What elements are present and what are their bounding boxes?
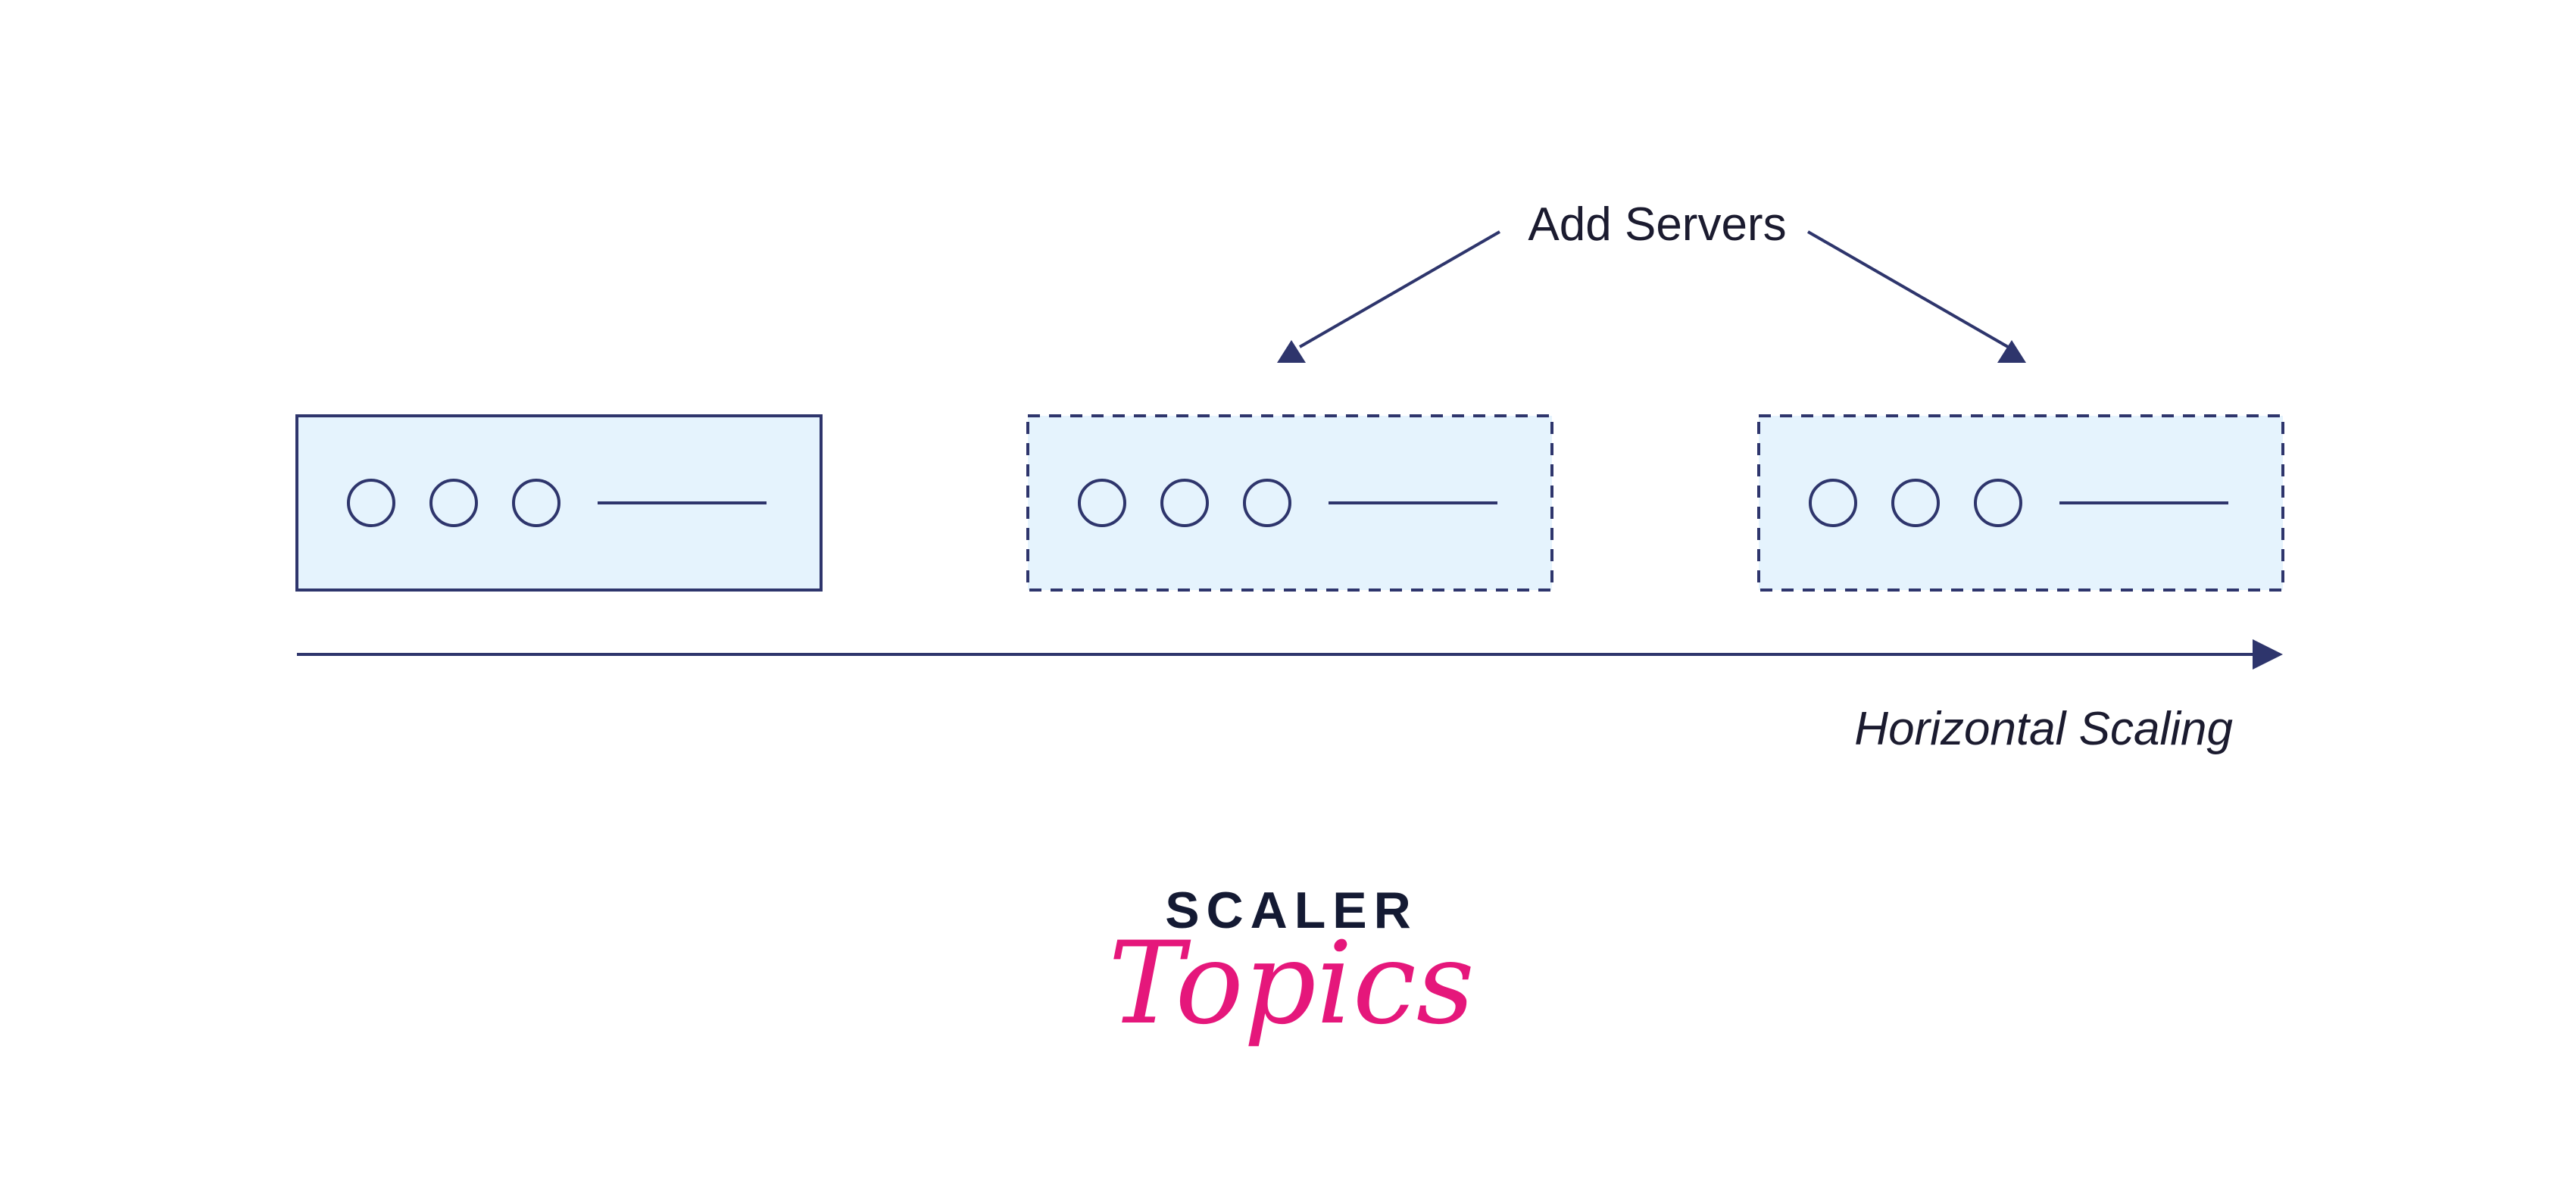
server-led-icon — [1243, 479, 1291, 527]
scaler-topics-logo: SCALER Topics — [1108, 882, 1475, 1050]
server-led-icon — [1078, 479, 1126, 527]
server-added — [1757, 414, 2284, 592]
server-led-icon — [512, 479, 560, 527]
arrowhead-icon — [1277, 340, 1306, 363]
arrowhead-icon — [1997, 340, 2026, 363]
arrowhead-icon — [2253, 639, 2283, 670]
horizontal-scaling-axis — [297, 639, 2283, 670]
add-servers-label: Add Servers — [1528, 198, 1786, 251]
server-existing — [295, 414, 823, 592]
server-led-icon — [1809, 479, 1857, 527]
logo-scaler-text: SCALER — [1165, 882, 1418, 939]
server-added — [1026, 414, 1553, 592]
logo-topics-text: Topics — [1108, 918, 1475, 1050]
server-led-icon — [1891, 479, 1940, 527]
server-led-icon — [347, 479, 395, 527]
axis-label: Horizontal Scaling — [1854, 703, 2233, 755]
add-server-arrow-left — [1277, 230, 1500, 363]
add-server-arrow-right — [1807, 230, 2026, 363]
server-led-icon — [1974, 479, 2022, 527]
server-led-icon — [429, 479, 478, 527]
server-led-icon — [1160, 479, 1209, 527]
